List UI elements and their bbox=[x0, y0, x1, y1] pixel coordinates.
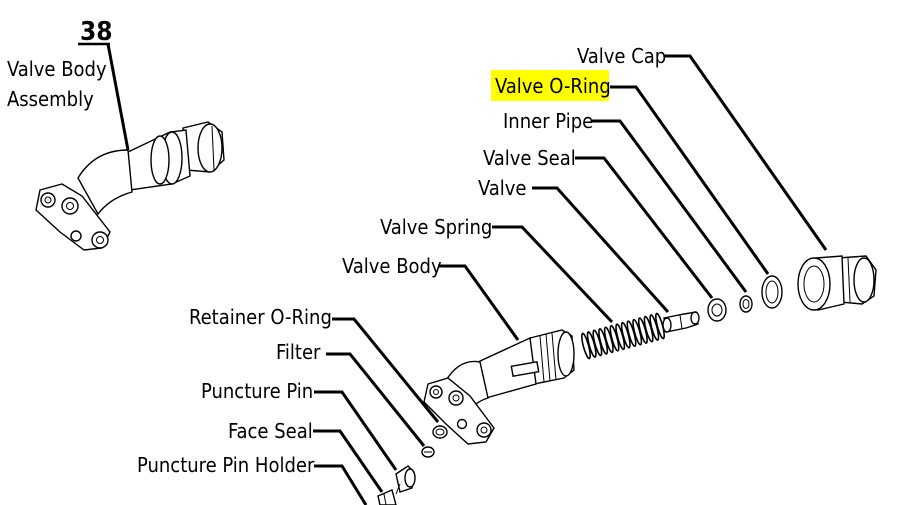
leader-valve-seal bbox=[575, 156, 714, 299]
spring-coil bbox=[655, 312, 665, 340]
assembly-number: 38 bbox=[80, 17, 113, 47]
valve-seal-drawing bbox=[707, 298, 727, 322]
assembly-title-line1: Valve Body bbox=[7, 57, 107, 81]
leader-puncture-pin bbox=[314, 390, 398, 471]
leader-valve-spring bbox=[492, 225, 614, 324]
label-valve-o-ring: Valve O-Ring bbox=[495, 74, 611, 98]
leader-valve-body bbox=[438, 264, 520, 341]
valve-body-drawing bbox=[423, 329, 575, 445]
label-valve-spring: Valve Spring bbox=[380, 215, 492, 239]
valve-cap-drawing bbox=[797, 255, 877, 311]
label-valve: Valve bbox=[478, 176, 527, 200]
label-valve-cap: Valve Cap bbox=[577, 44, 666, 68]
label-face-seal: Face Seal bbox=[228, 419, 313, 443]
label-puncture-pin: Puncture Pin bbox=[201, 379, 313, 403]
leader-face-seal bbox=[313, 429, 384, 493]
leader-valve bbox=[532, 186, 670, 314]
valve-spring-drawing bbox=[581, 312, 665, 360]
valve-drawing bbox=[662, 311, 700, 333]
label-filter: Filter bbox=[276, 340, 321, 364]
leader-puncture-pin-holder bbox=[314, 464, 368, 505]
face-seal-drawing bbox=[377, 489, 397, 505]
assembled-valve-body-drawing bbox=[35, 121, 225, 251]
filter-drawing bbox=[421, 446, 435, 458]
leader-retainer-o-ring bbox=[332, 317, 440, 423]
leader-valve-o-ring bbox=[610, 85, 770, 275]
highlight-valve-o-ring bbox=[491, 70, 609, 101]
assembly-title-line2: Assembly bbox=[7, 87, 94, 111]
leader-inner-pipe bbox=[592, 119, 748, 293]
label-inner-pipe: Inner Pipe bbox=[503, 109, 593, 133]
label-puncture-pin-holder: Puncture Pin Holder bbox=[137, 453, 315, 477]
retainer-o-ring-drawing bbox=[432, 425, 448, 439]
puncture-pin-drawing bbox=[395, 465, 416, 495]
leader-filter bbox=[326, 352, 426, 447]
label-retainer-o-ring: Retainer O-Ring bbox=[189, 305, 332, 329]
assembly-leader-line bbox=[106, 43, 130, 151]
valve-o-ring-drawing bbox=[761, 275, 783, 309]
leader-valve-cap bbox=[664, 54, 828, 251]
inner-pipe-drawing bbox=[739, 295, 753, 313]
label-valve-body: Valve Body bbox=[342, 254, 442, 278]
label-valve-seal: Valve Seal bbox=[483, 146, 576, 170]
